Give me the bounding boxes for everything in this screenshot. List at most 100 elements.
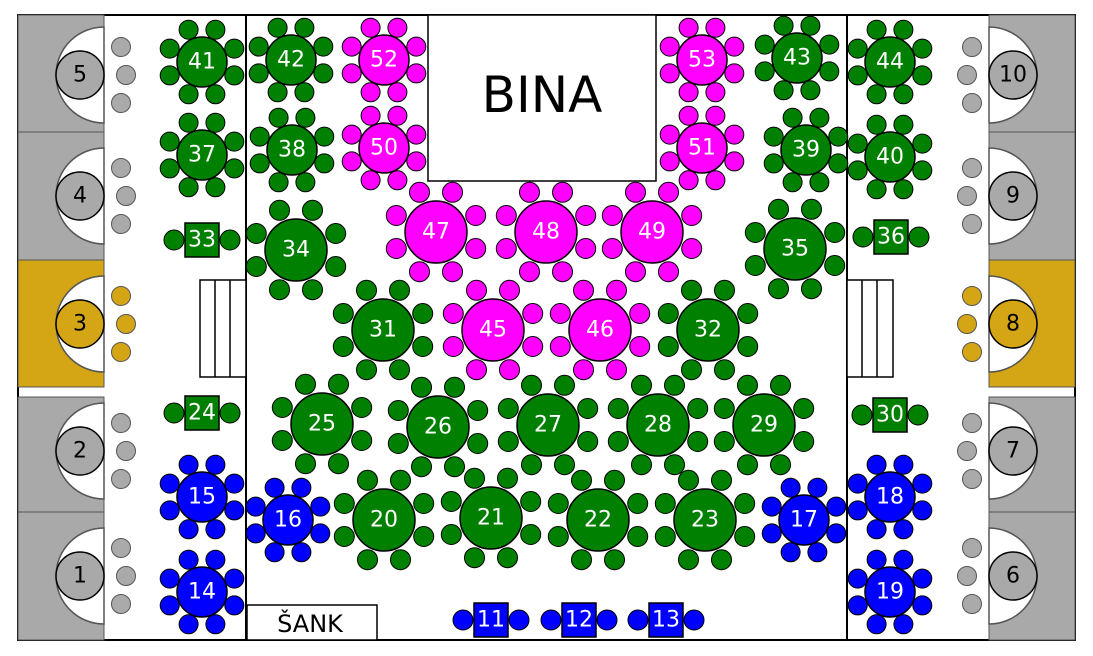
chair [770, 454, 791, 476]
chair [724, 124, 745, 145]
round-table [864, 471, 916, 523]
chair [406, 36, 427, 57]
chair [678, 105, 699, 126]
chair [291, 477, 312, 498]
chair [269, 279, 290, 301]
chair [801, 198, 822, 220]
chair [249, 153, 270, 174]
chair [657, 336, 679, 357]
chair [664, 374, 685, 396]
table-number: 34 [282, 238, 310, 263]
chair [245, 223, 267, 244]
round-table [778, 494, 830, 546]
chair [629, 336, 651, 357]
chair [302, 279, 323, 301]
chair [737, 454, 758, 476]
chair [295, 453, 316, 475]
table-19: 19 [847, 549, 933, 635]
table-number: 38 [278, 138, 306, 163]
booth-number-disc [55, 50, 105, 100]
chair [442, 261, 463, 283]
chair [847, 500, 868, 521]
chair [893, 84, 914, 105]
chair [687, 398, 709, 419]
chair [442, 336, 464, 357]
table-number: 44 [876, 50, 904, 75]
chair [313, 36, 334, 57]
chair [444, 376, 465, 398]
table-45: 45 [442, 279, 544, 381]
chair [737, 374, 758, 396]
table-number: 16 [274, 508, 302, 533]
chair [520, 524, 542, 545]
chair [705, 105, 726, 126]
table-number: 14 [188, 580, 216, 605]
table-30: 30 [851, 397, 929, 433]
chair [724, 36, 745, 57]
chair [360, 17, 381, 38]
chair [625, 261, 646, 283]
chair [205, 549, 226, 570]
chair [245, 496, 266, 517]
chair [341, 63, 362, 84]
chair [519, 181, 540, 203]
chair [962, 594, 982, 614]
chair [356, 359, 377, 381]
chair [681, 359, 702, 381]
chair [159, 38, 180, 59]
chair [780, 542, 801, 563]
chair [824, 222, 846, 243]
table-number: 31 [369, 318, 397, 343]
round-table [352, 488, 416, 552]
table-number: 45 [479, 318, 507, 343]
table-15: 15 [159, 454, 245, 540]
chair [497, 467, 518, 489]
chair [724, 63, 745, 84]
chair [387, 82, 408, 103]
round-table [763, 217, 827, 281]
chair [824, 255, 846, 276]
round-table [516, 393, 580, 457]
chair [807, 542, 828, 563]
table-number: 51 [688, 136, 716, 161]
chair [248, 63, 269, 84]
chair [571, 469, 592, 491]
booth-number: 10 [999, 63, 1027, 88]
chair [497, 398, 519, 419]
chair [957, 441, 977, 461]
round-table [566, 488, 630, 552]
chair [413, 493, 435, 514]
chair [497, 547, 518, 569]
chair [205, 454, 226, 475]
chair [360, 105, 381, 126]
booth-10: 10 [957, 14, 1076, 133]
booth-number-disc [55, 171, 105, 221]
round-table [176, 566, 228, 618]
chair [294, 82, 315, 103]
chair [163, 402, 185, 424]
square-table [561, 602, 597, 638]
chair [734, 526, 756, 547]
table-number: 21 [477, 506, 505, 531]
chair [683, 609, 705, 631]
chair [245, 523, 266, 544]
chair [116, 314, 136, 334]
chair [385, 238, 407, 259]
table-number: 42 [277, 48, 305, 73]
chair [809, 107, 830, 128]
chair [332, 303, 354, 324]
chair [957, 314, 977, 334]
chair [111, 93, 131, 113]
chair [116, 186, 136, 206]
chair [333, 493, 355, 514]
chair [387, 17, 408, 38]
chair [828, 126, 849, 147]
round-table [676, 298, 740, 362]
chair [962, 413, 982, 433]
bar-label: ŠANK [277, 608, 344, 638]
chair [809, 172, 830, 193]
chair [678, 469, 699, 491]
booth-8: 8 [957, 259, 1076, 388]
chair [314, 126, 335, 147]
